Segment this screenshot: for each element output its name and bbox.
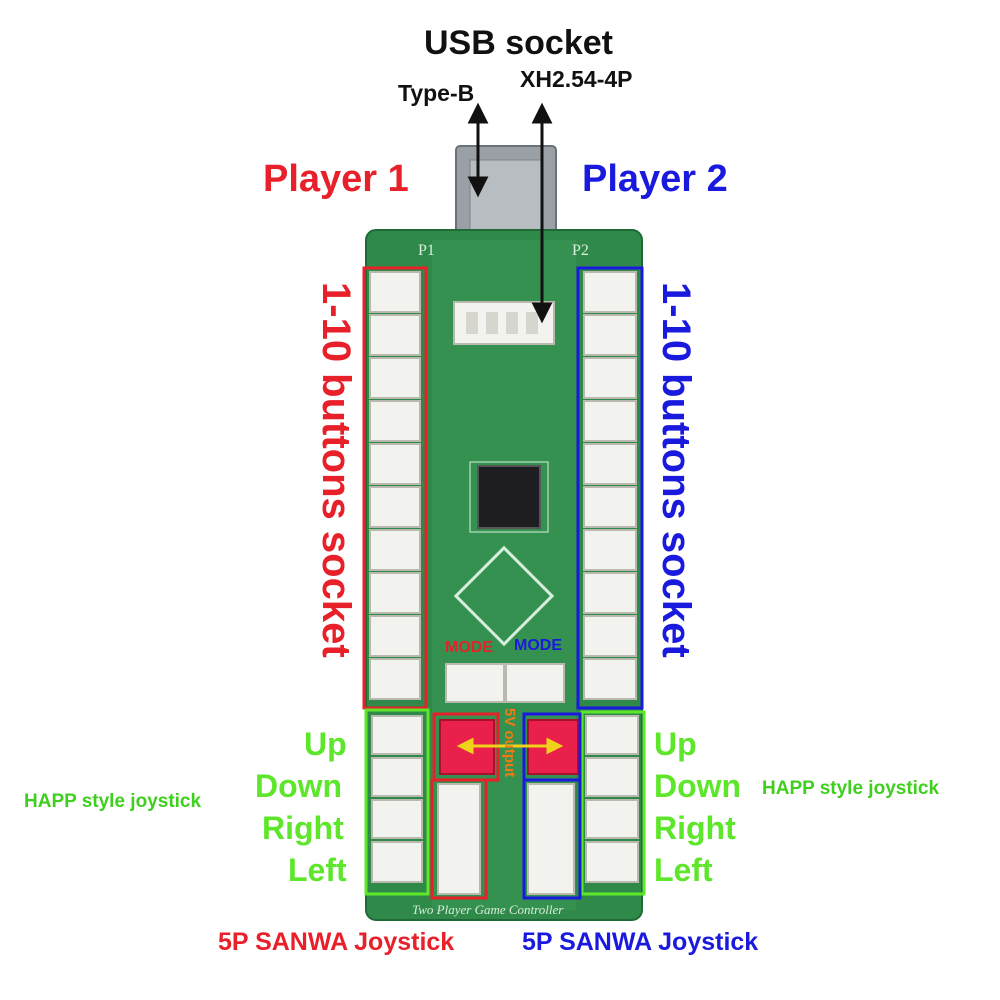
player2-label: Player 2 — [582, 158, 728, 200]
xh-arrow — [531, 102, 553, 324]
p1-happ-connectors — [371, 715, 423, 883]
p2-dir-down: Down — [654, 768, 742, 804]
p1-dir-right: Right — [262, 810, 344, 846]
p2-happ-label: HAPP style joystick — [762, 778, 940, 799]
five-v-output-label: 5V output — [501, 708, 518, 778]
mode-connectors — [445, 663, 565, 703]
p1-mode-label: MODE — [445, 639, 493, 656]
p2-mode-label: MODE — [514, 637, 562, 654]
silk-p1: P1 — [418, 242, 435, 259]
p2-dir-right: Right — [654, 810, 736, 846]
p1-buttons-socket-label: 1-10 buttons socket — [314, 282, 358, 658]
p2-sanwa-box — [522, 778, 582, 900]
p2-sanwa-label: 5P SANWA Joystick — [522, 928, 759, 956]
p1-dir-left: Left — [288, 852, 347, 888]
five-v-arrow — [456, 737, 564, 755]
p1-dir-down: Down — [255, 768, 343, 804]
usb-socket-title: USB socket — [424, 24, 613, 62]
p2-sanwa-connector — [527, 783, 575, 895]
p1-buttons-box — [362, 266, 428, 710]
p1-dir-up: Up — [304, 726, 347, 762]
p1-happ-box — [364, 708, 430, 896]
player1-label: Player 1 — [263, 158, 409, 200]
silk-p2: P2 — [572, 242, 589, 259]
p2-happ-box — [580, 710, 646, 896]
p2-dir-up: Up — [654, 726, 697, 762]
p1-sanwa-label: 5P SANWA Joystick — [218, 928, 455, 956]
p2-happ-connectors — [585, 715, 639, 883]
p2-buttons-socket-label: 1-10 buttons socket — [654, 282, 698, 658]
xh-label: XH2.54-4P — [520, 66, 633, 92]
board-logo — [453, 545, 555, 647]
p1-happ-label: HAPP style joystick — [24, 791, 202, 812]
p2-dir-left: Left — [654, 852, 713, 888]
p1-sanwa-connector — [437, 783, 481, 895]
p2-buttons-box — [576, 266, 644, 710]
type-b-arrow — [467, 102, 489, 198]
mcu-chip — [477, 465, 541, 529]
p2-button-connectors — [583, 271, 637, 700]
type-b-label: Type-B — [398, 80, 475, 106]
silk-bottom: Two Player Game Controller — [412, 902, 564, 917]
p1-sanwa-box — [430, 778, 488, 900]
p1-button-connectors — [369, 271, 421, 700]
